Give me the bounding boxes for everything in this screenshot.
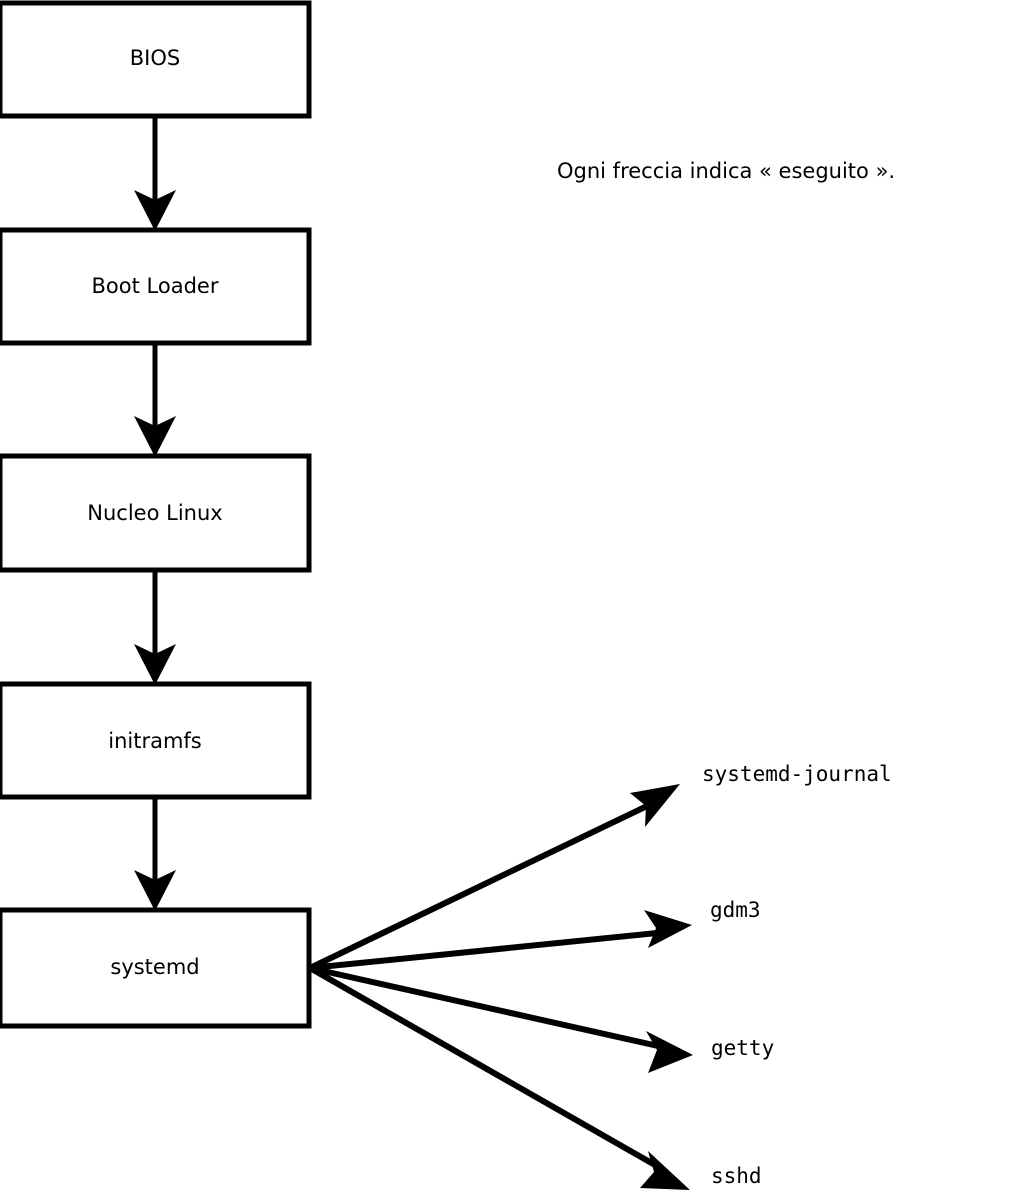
- fanout-arrow-getty: [309, 965, 693, 1073]
- service-label-systemd-journal: systemd-journal: [702, 762, 892, 786]
- arrowhead-icon: [646, 1031, 693, 1073]
- service-label-getty: getty: [711, 1036, 774, 1060]
- flow-arrow-initramfs-to-systemd: [134, 797, 176, 911]
- stage-box-bios[interactable]: BIOS: [0, 0, 312, 119]
- arrowhead-down-icon: [134, 190, 176, 231]
- fanout-arrow-sshd: [308, 965, 690, 1190]
- stage-label-kernel: Nucleo Linux: [87, 501, 222, 525]
- arrowhead-icon: [644, 910, 692, 948]
- fanout-arrow-shaft: [308, 965, 657, 1168]
- fanout-arrow-systemd-journal: [308, 784, 680, 971]
- stage-label-systemd: systemd: [110, 955, 199, 979]
- diagram-caption: Ogni freccia indica « eseguito ».: [557, 159, 895, 183]
- stage-rect-initramfs: [0, 681, 312, 800]
- stage-rect-systemd: [0, 907, 312, 1029]
- fanout-arrow-shaft: [309, 965, 659, 1049]
- arrowhead-icon: [630, 784, 680, 827]
- fanout-arrow-shaft: [308, 803, 649, 971]
- stage-rect-kernel: [0, 453, 312, 573]
- service-label-sshd: sshd: [711, 1164, 762, 1188]
- flow-arrow-kernel-to-initramfs: [134, 570, 176, 685]
- stage-label-bios: BIOS: [130, 46, 180, 70]
- stage-box-initramfs[interactable]: initramfs: [0, 681, 312, 800]
- arrowhead-down-icon: [134, 416, 176, 457]
- arrowhead-down-icon: [134, 870, 176, 911]
- flow-arrow-bootloader-to-kernel: [134, 343, 176, 457]
- fanout-arrow-gdm3: [309, 910, 692, 971]
- stage-label-initramfs: initramfs: [108, 729, 202, 753]
- stage-box-bootloader[interactable]: Boot Loader: [0, 227, 312, 346]
- stage-box-systemd[interactable]: systemd: [0, 907, 312, 1029]
- service-label-gdm3: gdm3: [710, 898, 761, 922]
- flow-arrow-bios-to-bootloader: [134, 116, 176, 231]
- stage-label-bootloader: Boot Loader: [92, 274, 219, 298]
- fanout-arrow-shaft: [309, 930, 658, 971]
- stage-rect-bios: [0, 0, 312, 119]
- arrowhead-down-icon: [134, 644, 176, 685]
- arrowhead-icon: [640, 1151, 690, 1190]
- stage-rect-bootloader: [0, 227, 312, 346]
- stage-box-kernel[interactable]: Nucleo Linux: [0, 453, 312, 573]
